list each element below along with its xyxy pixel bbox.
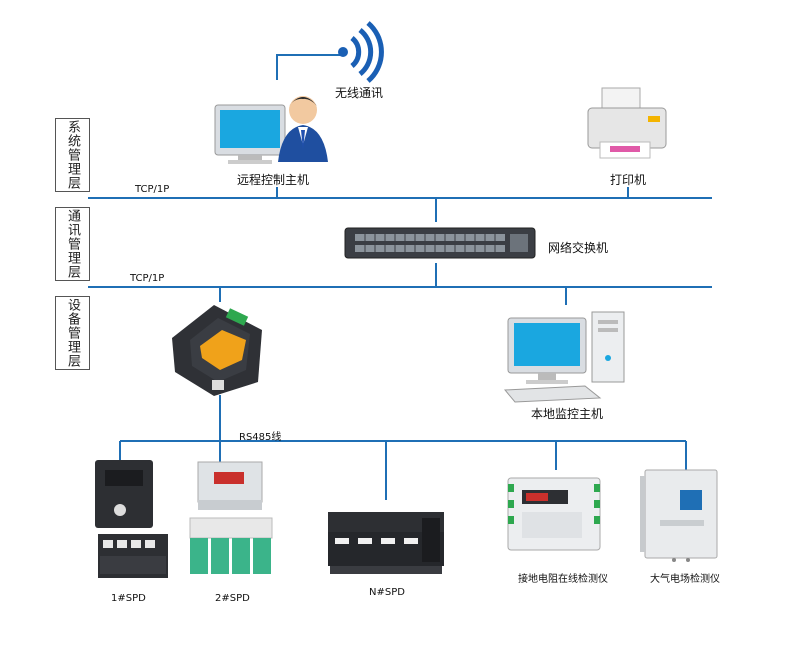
spd2-device-icon: [189, 461, 273, 574]
layer-device: 设备管理层: [55, 296, 90, 370]
spdn-device-icon: [328, 512, 444, 574]
spd1-device-icon: [95, 460, 168, 578]
wireless-link: [276, 54, 345, 80]
bus-label-tcp-mid: TCP/1P: [130, 273, 165, 284]
serial-gateway-icon: [172, 305, 262, 396]
layer-system-label: 系统管理层: [65, 120, 80, 190]
layer-comm: 通讯管理层: [55, 207, 90, 281]
grounding-detector-icon: [507, 477, 601, 551]
spd2-label: 2#SPD: [215, 593, 250, 604]
remote-host-computer-icon: [214, 104, 286, 164]
printer-label: 打印机: [610, 173, 647, 187]
printer-icon: [587, 87, 667, 159]
atmospheric-detector-icon: [640, 469, 718, 562]
local-host-computer-icon: [503, 311, 625, 403]
spd1-label: 1#SPD: [111, 593, 146, 604]
spdn-label: N#SPD: [369, 587, 405, 598]
wireless-signal-icon: [338, 21, 384, 83]
layer-device-label: 设备管理层: [65, 298, 80, 368]
bus-label-tcp-top: TCP/1P: [135, 184, 170, 195]
operator-person-icon: [278, 96, 328, 162]
switch-label: 网络交换机: [548, 241, 609, 255]
layer-system: 系统管理层: [55, 118, 90, 192]
remote-host-label: 远程控制主机: [237, 173, 310, 187]
local-host-label: 本地监控主机: [531, 407, 604, 421]
network-switch-icon: [344, 227, 536, 259]
atmos-label: 大气电场检测仪: [650, 574, 720, 585]
layer-comm-label: 通讯管理层: [65, 209, 80, 279]
grounding-label: 接地电阻在线检测仪: [518, 574, 608, 585]
wireless-label: 无线通讯: [335, 86, 384, 100]
bus-label-rs485: RS485线: [239, 432, 282, 443]
